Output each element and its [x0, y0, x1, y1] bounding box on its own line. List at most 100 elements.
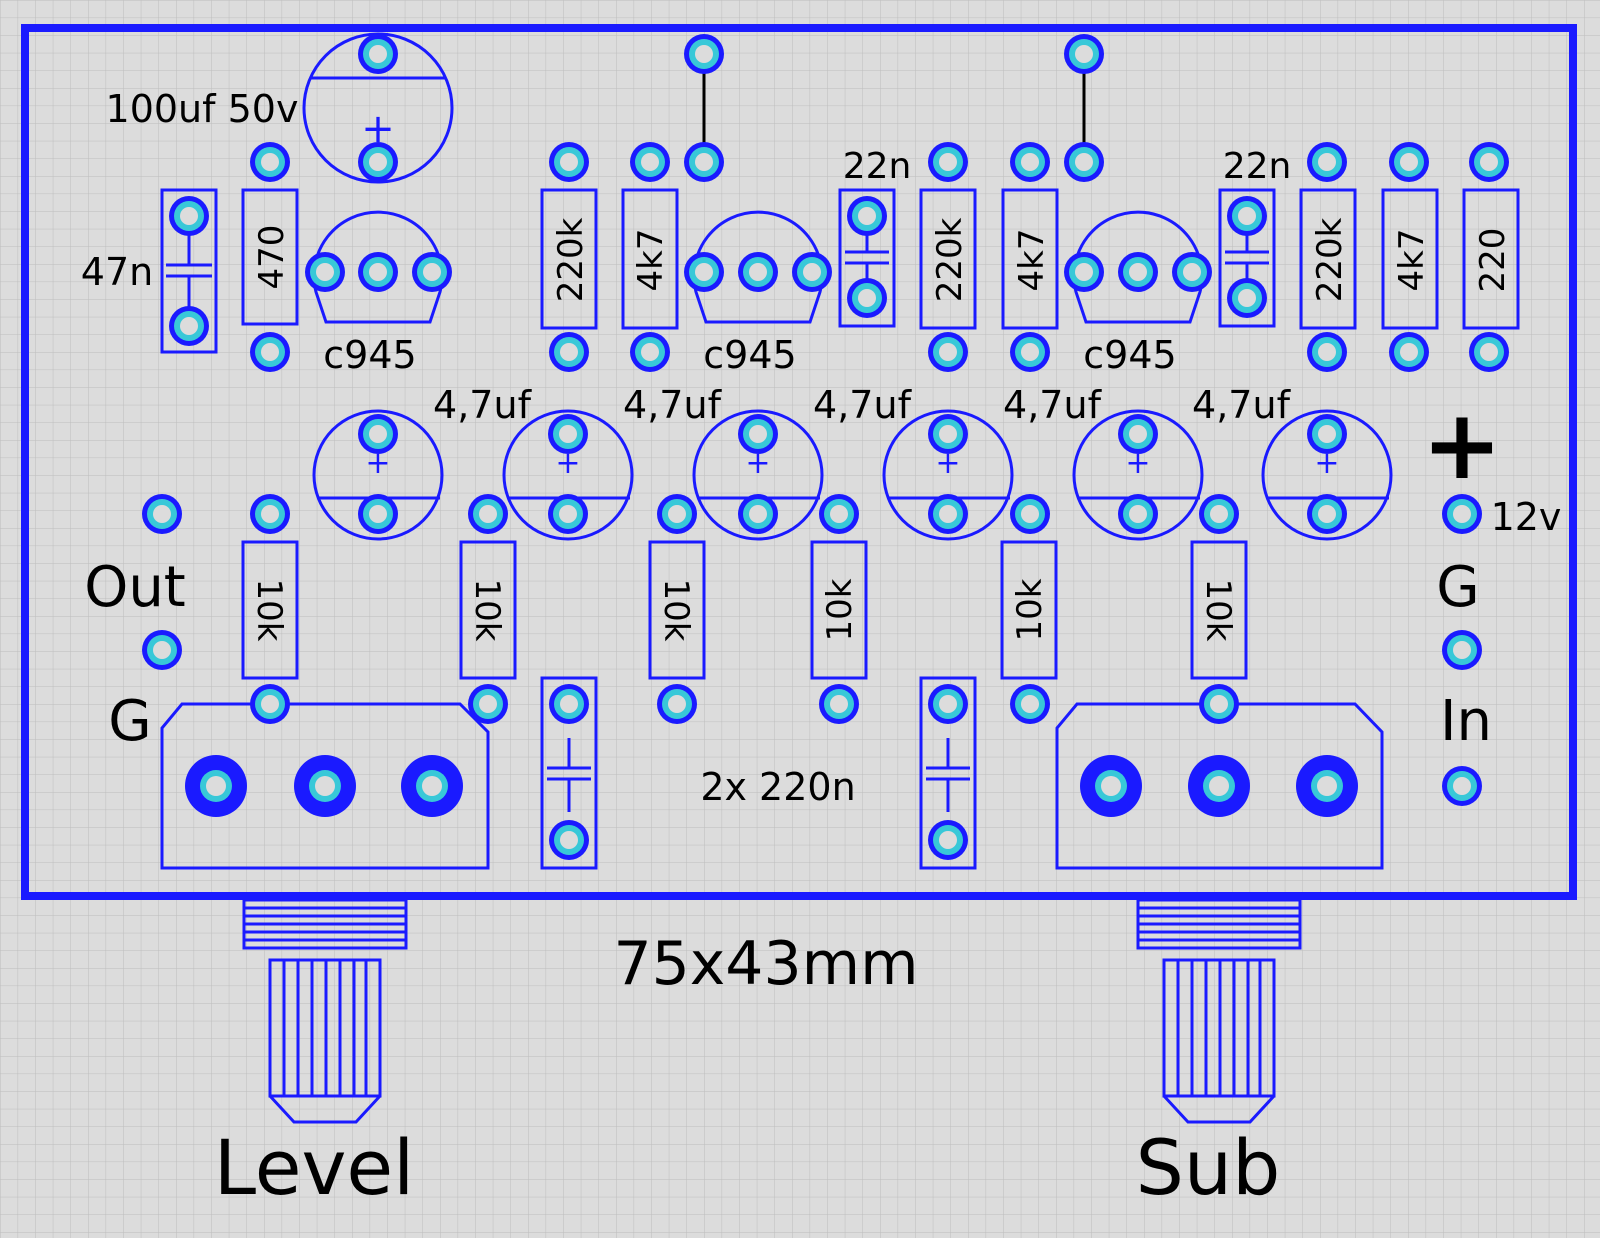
resistor-10k-1-label: 10k [249, 579, 289, 642]
cap-100uf-label: 100uf 50v [106, 87, 299, 131]
pad [928, 684, 968, 724]
pot-pad [294, 755, 356, 817]
pot-pad [1080, 755, 1142, 817]
label-out: Out [84, 555, 186, 620]
label-g-left: G [108, 689, 151, 754]
pad [928, 142, 968, 182]
resistor-220k-2-body [919, 188, 977, 330]
cap-220n-label: 2x 220n [700, 765, 855, 809]
resistor-4k7-1-body [621, 188, 679, 330]
pad [549, 332, 589, 372]
pad [684, 142, 724, 182]
pad [928, 820, 968, 860]
pad [358, 142, 398, 182]
pad [684, 34, 724, 74]
pad [1442, 494, 1482, 534]
resistor-470-body [241, 188, 299, 326]
pad [630, 332, 670, 372]
pot-pad [1296, 755, 1358, 817]
resistor-10k-4-label: 10k [820, 578, 860, 641]
cap-220n-1-body [540, 676, 598, 870]
pad [738, 414, 778, 454]
cap-4u7-label-3: 4,7uf [813, 383, 913, 427]
pad [1199, 684, 1239, 724]
pad [1469, 142, 1509, 182]
pad [548, 414, 588, 454]
pad [847, 196, 887, 236]
label-g-right: G [1436, 555, 1479, 620]
pad [928, 414, 968, 454]
pad [1010, 494, 1050, 534]
resistor-470-label: 470 [252, 225, 292, 290]
pad [1227, 196, 1267, 236]
pad [1469, 332, 1509, 372]
pad [358, 494, 398, 534]
resistor-10k-5-label: 10k [1010, 578, 1050, 641]
resistor-220k-3-body [1299, 188, 1357, 330]
cap-4u7-label-2: 4,7uf [623, 383, 723, 427]
resistor-10k-5-body [1000, 540, 1058, 680]
pad [1118, 414, 1158, 454]
pad [250, 332, 290, 372]
pad [250, 142, 290, 182]
cap-4u7-label-4: 4,7uf [1003, 383, 1103, 427]
pad [928, 332, 968, 372]
resistor-220k-1-body [540, 188, 598, 330]
label-sub: Sub [1136, 1123, 1281, 1212]
resistor-4k7-3-body [1381, 188, 1439, 330]
label-plus: + [1422, 389, 1502, 501]
pad [630, 142, 670, 182]
pot-pad [401, 755, 463, 817]
cap-47n-label: 47n [81, 250, 153, 294]
pad [928, 494, 968, 534]
pad [142, 630, 182, 670]
pad [250, 684, 290, 724]
pot-pad [1188, 755, 1250, 817]
pad [1118, 252, 1158, 292]
resistor-4k7-2-body [1001, 188, 1059, 330]
pad [1010, 332, 1050, 372]
transistor-1-label: c945 [323, 333, 416, 377]
pad [657, 684, 697, 724]
pad [1118, 494, 1158, 534]
cap-220n-2-body [919, 676, 977, 870]
pad [169, 196, 209, 236]
resistor-10k-6-label: 10k [1198, 579, 1238, 642]
pad [819, 684, 859, 724]
resistor-10k-4-body [810, 540, 868, 680]
transistor-3-label: c945 [1083, 333, 1176, 377]
cap-4u7-label-5: 4,7uf [1192, 383, 1292, 427]
pot-level-shaft [242, 898, 408, 1124]
pad [1227, 278, 1267, 318]
resistor-10k-1-body [241, 540, 299, 680]
resistor-220k-1-label: 220k [551, 217, 591, 302]
resistor-220-body [1462, 188, 1520, 330]
pad [819, 494, 859, 534]
pad [358, 34, 398, 74]
transistor-2-label: c945 [703, 333, 796, 377]
pad [1442, 630, 1482, 670]
label-12v: 12v [1491, 495, 1562, 539]
pad [1064, 142, 1104, 182]
pad [142, 494, 182, 534]
pad [1442, 766, 1482, 806]
pot-sub-shaft [1136, 898, 1302, 1124]
pad [1389, 142, 1429, 182]
cap-22n-2-label: 22n [1223, 146, 1292, 187]
cap-22n-2-body [1218, 188, 1276, 328]
pad [738, 494, 778, 534]
cap-47n-body [160, 188, 218, 354]
resistor-220-label: 220 [1473, 228, 1513, 293]
pot-pad [185, 755, 247, 817]
pad [1307, 142, 1347, 182]
resistor-4k7-2-label: 4k7 [1012, 229, 1052, 292]
pad [1307, 332, 1347, 372]
resistor-10k-2-body [459, 540, 517, 680]
pad [358, 252, 398, 292]
cap-4u7-label-1: 4,7uf [433, 383, 533, 427]
resistor-220k-3-label: 220k [1310, 217, 1350, 302]
pad [1307, 494, 1347, 534]
resistor-10k-3-label: 10k [656, 579, 696, 642]
pad [684, 252, 724, 292]
